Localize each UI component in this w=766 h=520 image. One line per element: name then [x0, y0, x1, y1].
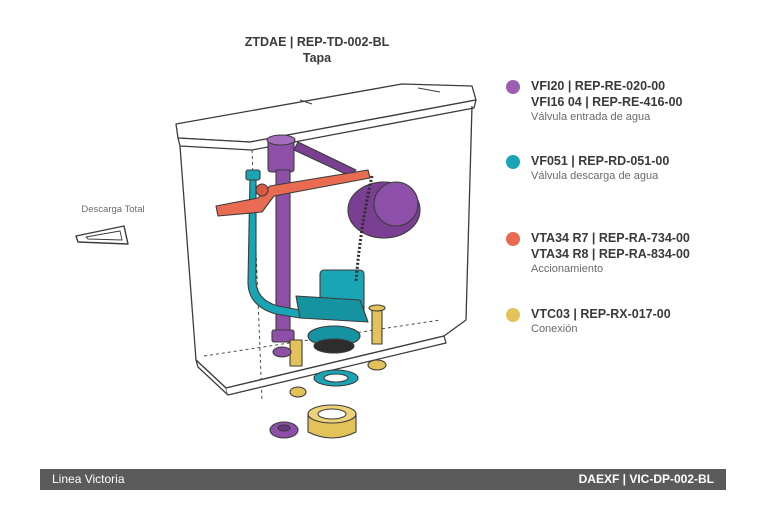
fill-valve [266, 134, 421, 343]
legend-dot-icon [506, 308, 520, 322]
flush-valve [245, 169, 369, 354]
tank-lid [175, 83, 477, 151]
legend-code: VFI20 | REP-RE-020-00 [531, 79, 666, 93]
legend-desc: Válvula descarga de agua [531, 170, 659, 182]
footer-product-code: DAEXF | VIC-DP-002-BL [578, 472, 714, 486]
tank-body [179, 105, 473, 401]
legend-desc: Accionamiento [531, 263, 604, 275]
legend-desc: Conexión [531, 323, 578, 335]
connection-parts [289, 304, 387, 439]
side-label: Descarga Total [81, 204, 145, 215]
cover-code: ZTDAE | REP-TD-002-BL [244, 35, 390, 49]
legend-code: VTA34 R7 | REP-RA-734-00 [531, 231, 690, 245]
tank-illustration [75, 83, 477, 439]
flush-handle-icon [75, 225, 129, 245]
lever-arm [215, 169, 371, 217]
footer-line-name: Linea Victoria [52, 472, 125, 486]
legend-dot-icon [506, 232, 520, 246]
legend-code: VF051 | REP-RD-051-00 [531, 154, 670, 168]
legend-code: VFI16 04 | REP-RE-416-00 [531, 95, 683, 109]
cover-label: ZTDAE | REP-TD-002-BL Tapa [232, 34, 402, 66]
footer-bar: Linea Victoria DAEXF | VIC-DP-002-BL [40, 469, 726, 490]
legend-dot-icon [506, 80, 520, 94]
legend-dot-icon [506, 155, 520, 169]
cover-name: Tapa [302, 51, 332, 65]
loose-nuts [269, 346, 359, 439]
legend-desc: Válvula entrada de agua [531, 111, 651, 123]
legend-code: VTC03 | REP-RX-017-00 [531, 307, 671, 321]
chain [354, 175, 374, 283]
legend-code: VTA34 R8 | REP-RA-834-00 [531, 247, 690, 261]
